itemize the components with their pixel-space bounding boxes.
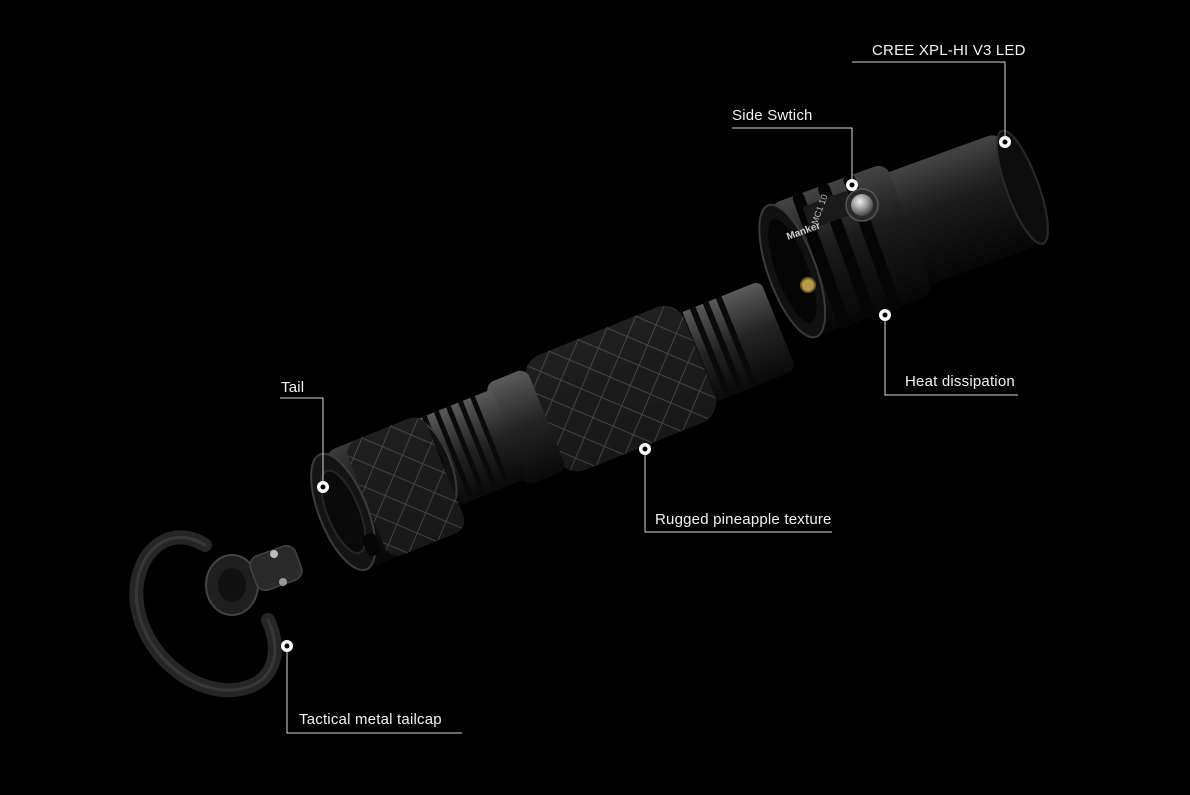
label-led: CREE XPL-HI V3 LED bbox=[872, 42, 1026, 59]
callout-lines bbox=[280, 61, 1018, 734]
callout-dots bbox=[281, 136, 1011, 652]
switch-marker-icon bbox=[846, 179, 858, 191]
led-bezel bbox=[996, 129, 1049, 245]
label-pineapple-texture: Rugged pineapple texture bbox=[655, 511, 832, 528]
pineapple-knurling bbox=[525, 306, 717, 472]
switch-icon bbox=[851, 194, 873, 216]
tactical-sling-swivel bbox=[129, 530, 303, 697]
label-tactical-tailcap: Tactical metal tailcap bbox=[299, 711, 442, 728]
contact-spring bbox=[800, 277, 816, 293]
tailcap-marker-icon bbox=[281, 640, 293, 652]
label-tail: Tail bbox=[281, 379, 305, 396]
heat-marker-icon bbox=[879, 309, 891, 321]
label-side-switch: Side Swtich bbox=[732, 107, 813, 124]
tail-marker-icon bbox=[317, 481, 329, 493]
texture-marker-icon bbox=[639, 443, 651, 455]
led-marker-icon bbox=[999, 136, 1011, 148]
label-heat-dissipation: Heat dissipation bbox=[905, 373, 1015, 390]
flashlight-head: MC1 10 Manker bbox=[758, 129, 1049, 339]
tail-cap bbox=[310, 417, 465, 572]
